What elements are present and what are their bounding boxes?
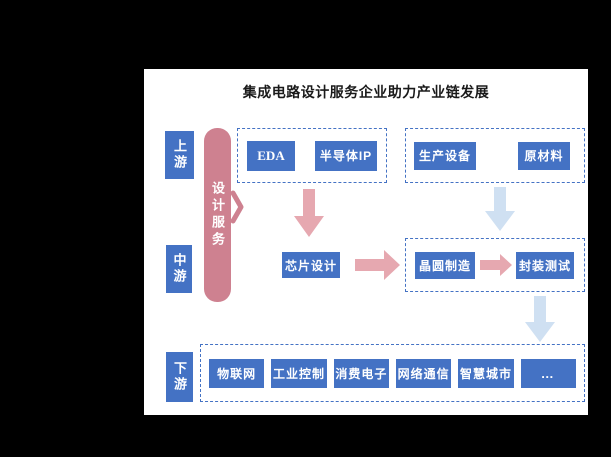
diagram-panel: 集成电路设计服务企业助力产业链发展 上游 中游 下游 设计服务 EDA 半导体I… [144, 69, 588, 415]
box-semiconductor-ip: 半导体IP [315, 140, 377, 171]
stage-label-midstream: 中游 [166, 245, 192, 293]
wafer-packaging-group: 晶圆制造 封装测试 [405, 238, 585, 292]
applications-group: 物联网 工业控制 消费电子 网络通信 智慧城市 … [200, 344, 585, 402]
box-industrial-control: 工业控制 [271, 358, 327, 388]
down-arrow-blue-icon [525, 296, 555, 342]
box-chip-design: 芯片设计 [282, 252, 340, 278]
box-iot: 物联网 [209, 358, 265, 388]
down-arrow-pink-icon [294, 189, 324, 237]
box-eda: EDA [247, 140, 295, 171]
box-packaging-testing: 封装测试 [516, 251, 574, 279]
box-production-equipment: 生产设备 [414, 141, 476, 170]
box-network-communication: 网络通信 [395, 358, 452, 388]
right-chevron-icon [230, 190, 244, 224]
box-consumer-electronics: 消费电子 [333, 358, 389, 388]
eda-ip-group: EDA 半导体IP [237, 128, 387, 183]
down-arrow-blue-icon [485, 187, 515, 231]
box-more: … [520, 358, 576, 388]
design-services-bar: 设计服务 [204, 128, 231, 302]
right-arrow-pink-icon [355, 250, 400, 280]
equipment-materials-group: 生产设备 原材料 [405, 128, 585, 183]
box-wafer-manufacturing: 晶圆制造 [415, 251, 475, 279]
box-smart-city: 智慧城市 [458, 358, 514, 388]
box-raw-materials: 原材料 [518, 141, 570, 170]
diagram-title: 集成电路设计服务企业助力产业链发展 [242, 84, 490, 100]
stage-label-downstream: 下游 [166, 352, 193, 402]
stage-label-upstream: 上游 [165, 131, 194, 179]
right-arrow-pink-icon [479, 254, 512, 276]
